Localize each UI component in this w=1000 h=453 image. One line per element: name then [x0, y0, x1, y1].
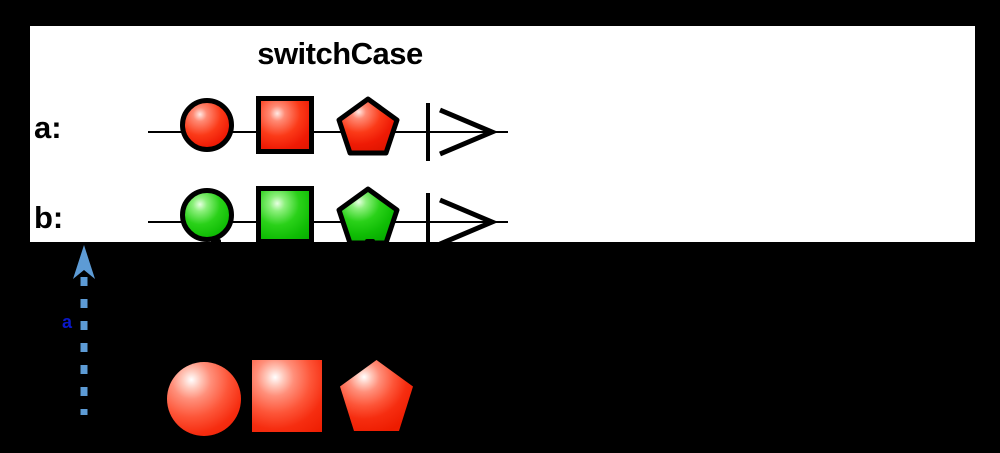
diagram-panel: switchCase a: [30, 26, 975, 242]
preview-square[interactable] [252, 360, 322, 432]
preview-pentagon[interactable] [339, 360, 414, 432]
page-title: switchCase [257, 36, 423, 71]
row-baseline [148, 221, 508, 223]
row-baseline [148, 131, 508, 133]
diagram-row-b: b: [30, 182, 975, 242]
square-node-a[interactable] [256, 96, 314, 154]
callout-arrow-label: a [62, 312, 73, 332]
row-tick-b [426, 193, 430, 242]
square-node-b[interactable] [256, 186, 314, 242]
circle-node-a[interactable] [180, 98, 234, 152]
arrowhead-icon-b [436, 194, 499, 242]
circle-node-b[interactable] [180, 188, 234, 242]
callout-arrow-icon [66, 243, 102, 418]
clipped-node-stub [365, 239, 375, 242]
diagram-row-a: a: [30, 92, 975, 172]
clipped-node-stub [283, 239, 293, 242]
row-label-a: a: [34, 110, 62, 145]
row-label-b: b: [34, 200, 64, 235]
pentagon-node-a[interactable] [336, 96, 400, 156]
preview-circle[interactable] [167, 362, 241, 436]
row-tick-a [426, 103, 430, 161]
clipped-node-stub [211, 239, 221, 242]
pentagon-node-b[interactable] [336, 186, 400, 242]
arrowhead-icon-a [436, 104, 499, 160]
